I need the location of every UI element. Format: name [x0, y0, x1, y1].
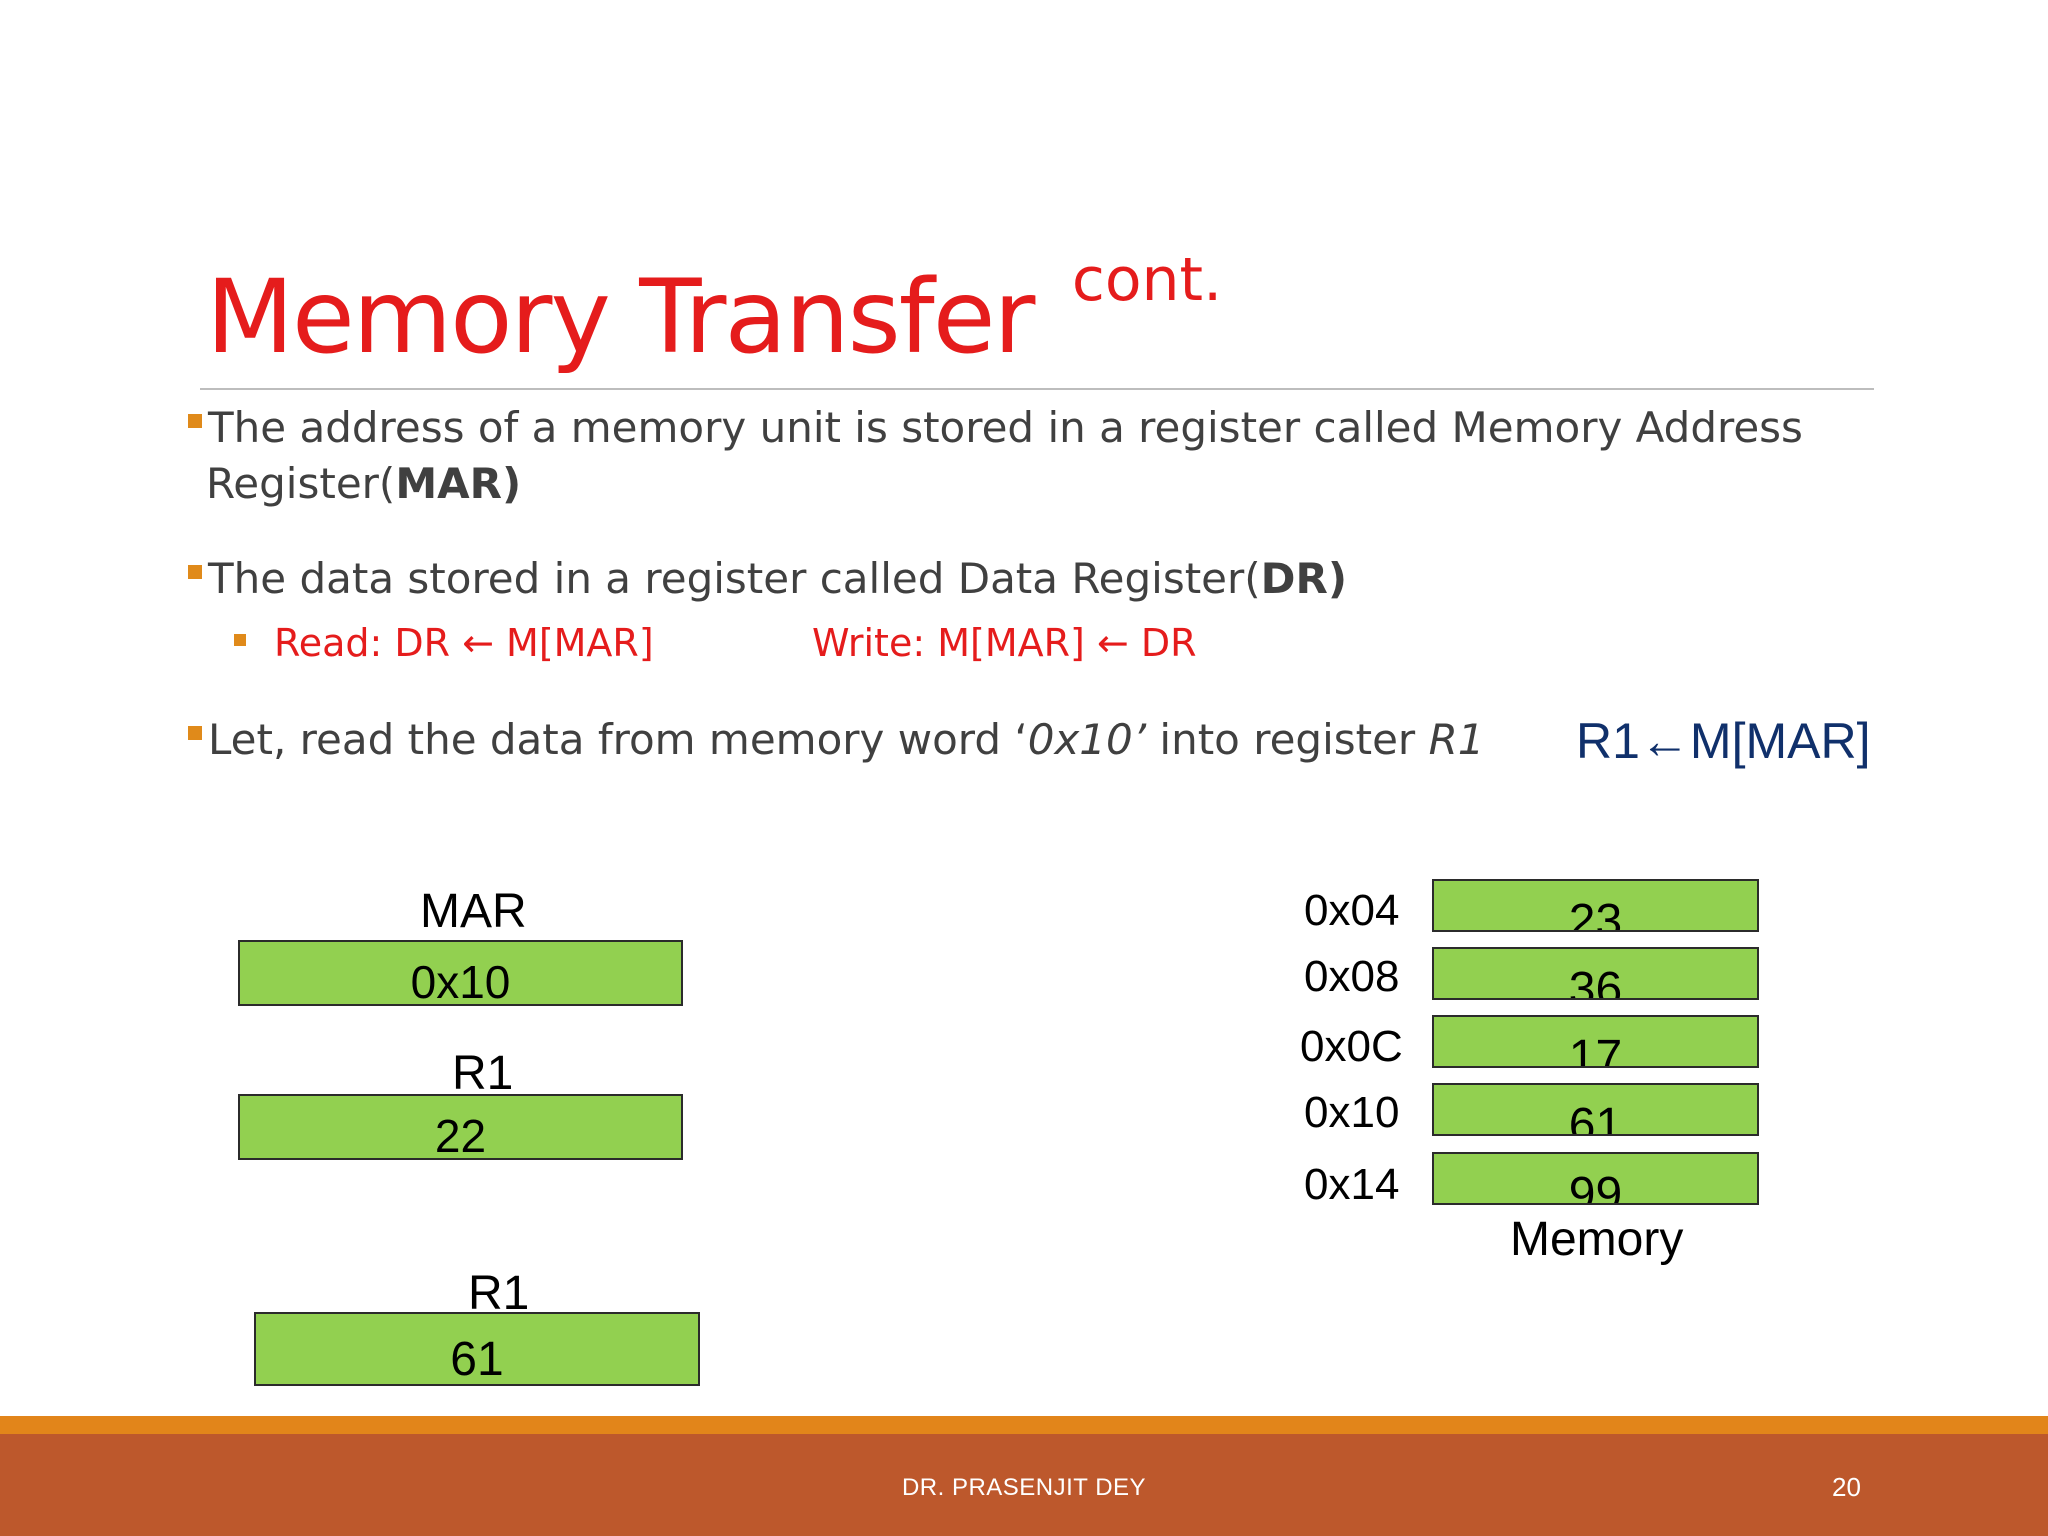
title-suffix: cont.: [1071, 245, 1223, 315]
write-operation: Write: M[MAR] ← DR: [812, 621, 1197, 665]
page-number: 20: [1832, 1472, 1861, 1502]
bullet-dr-bold: DR): [1260, 554, 1348, 603]
bullet-mar-line2: Register(: [206, 459, 396, 508]
r1-register: 22: [238, 1094, 683, 1160]
mar-label: MAR: [420, 885, 527, 938]
square-bullet-icon: [188, 565, 202, 579]
memory-address: 0x14: [1304, 1160, 1400, 1209]
memory-cell: 61: [1432, 1083, 1759, 1136]
r1-label: R1: [452, 1047, 514, 1100]
memory-address: 0x0C: [1300, 1022, 1403, 1071]
footer-author: DR. PRASENJIT DEY: [901, 1474, 1147, 1501]
footer-bar: [0, 1434, 2048, 1536]
memory-cell: 17: [1432, 1015, 1759, 1068]
slide-title: Memory Transfer cont.: [206, 250, 1222, 369]
square-bullet-icon: [234, 634, 246, 646]
bullet-mar-bold: MAR): [395, 459, 522, 508]
memory-cell: 23: [1432, 879, 1759, 932]
memory-address: 0x04: [1304, 886, 1400, 935]
sub-bullet-read: Read: DR ← M[MAR]: [234, 619, 654, 667]
mar-register: 0x10: [238, 940, 683, 1006]
read-operation: Read: DR ← M[MAR]: [274, 621, 654, 665]
bullet-mar-line1: The address of a memory unit is stored i…: [208, 403, 1803, 452]
memory-address: 0x08: [1304, 952, 1400, 1001]
r1-after-register: 61: [254, 1312, 700, 1386]
memory-cell: 99: [1432, 1152, 1759, 1205]
memory-address: 0x10: [1304, 1088, 1400, 1137]
bullet-read-middle: into register: [1146, 715, 1429, 764]
bullet-dr: The data stored in a register called Dat…: [188, 551, 1888, 607]
bullet-dr-text: The data stored in a register called Dat…: [208, 554, 1261, 603]
bullet-read-reg: R1: [1428, 715, 1485, 764]
square-bullet-icon: [188, 414, 202, 428]
bullet-read-example: Let, read the data from memory word ‘0x1…: [188, 712, 1588, 768]
title-divider: [200, 388, 1874, 390]
memory-cell: 36: [1432, 947, 1759, 1000]
bullet-mar: The address of a memory unit is stored i…: [188, 400, 1888, 512]
memory-label: Memory: [1510, 1213, 1684, 1266]
footer-accent-stripe: [0, 1416, 2048, 1434]
square-bullet-icon: [188, 726, 202, 740]
bullet-read-text: Let, read the data from memory word ‘: [208, 715, 1028, 764]
title-main: Memory Transfer: [206, 258, 1035, 377]
r1-after-label: R1: [468, 1267, 530, 1320]
operation-notation: R1←M[MAR]: [1576, 713, 1871, 769]
bullet-read-addr: 0x10’: [1027, 715, 1147, 764]
